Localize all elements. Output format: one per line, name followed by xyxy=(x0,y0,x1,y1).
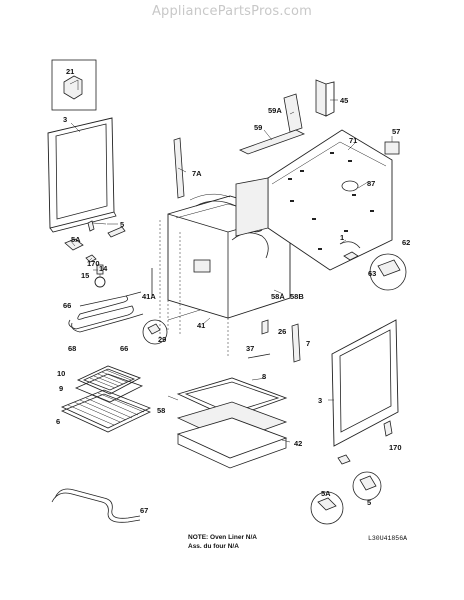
note-line-2: Ass. du four N/A xyxy=(188,543,239,550)
drawer-42 xyxy=(176,417,288,469)
broil-element-67 xyxy=(51,488,141,523)
callout-170: 170 xyxy=(87,259,100,268)
callout-58A: 58A xyxy=(271,292,285,301)
callout-71: 71 xyxy=(349,136,357,145)
callout-5A: 5A xyxy=(71,235,81,244)
callout-8: 8 xyxy=(262,372,266,381)
right-door-part-3 xyxy=(331,319,399,447)
callout-63: 63 xyxy=(368,269,376,278)
callout-59: 59 xyxy=(254,123,262,132)
light-socket-14-15 xyxy=(94,264,106,288)
components-41-29 xyxy=(142,268,201,345)
callout-1: 1 xyxy=(340,233,344,242)
callout-87: 87 xyxy=(367,179,375,188)
callout-15: 15 xyxy=(81,271,89,280)
reference-code: L30U41856A xyxy=(368,535,407,542)
callout-41: 41 xyxy=(197,321,205,330)
callout-58: 58 xyxy=(157,406,165,415)
oven-rack-6 xyxy=(60,389,152,433)
callout-5-right: 5 xyxy=(367,498,371,507)
callout-26: 26 xyxy=(278,327,286,336)
callout-21: 21 xyxy=(66,67,74,76)
callout-7: 7 xyxy=(306,339,310,348)
hinge-group-right xyxy=(310,420,393,525)
callout-14: 14 xyxy=(99,264,108,273)
callout-5: 5 xyxy=(120,220,124,229)
callout-67: 67 xyxy=(140,506,148,515)
callout-57: 57 xyxy=(392,127,400,136)
switch-62-63 xyxy=(339,241,407,291)
callout-3-right: 3 xyxy=(318,396,322,405)
callout-labels: 21 3 5 5A 170 14 15 66 68 66 10 9 6 67 7… xyxy=(56,67,410,515)
callout-37: 37 xyxy=(246,344,254,353)
callout-68: 68 xyxy=(68,344,76,353)
callout-41A: 41A xyxy=(142,292,156,301)
callout-29: 29 xyxy=(158,335,166,344)
callout-170-right: 170 xyxy=(389,443,402,452)
callout-62: 62 xyxy=(402,238,410,247)
callout-59A: 59A xyxy=(268,106,282,115)
callout-66-left: 66 xyxy=(63,301,71,310)
hinge-receptacle-7A xyxy=(173,137,185,199)
callout-9: 9 xyxy=(59,384,63,393)
callout-58B: 58B xyxy=(290,292,304,301)
callout-66-right: 66 xyxy=(120,344,128,353)
side-panel xyxy=(235,177,269,237)
callout-5A-right: 5A xyxy=(321,489,331,498)
callout-45: 45 xyxy=(340,96,348,105)
part-37 xyxy=(247,353,271,359)
brackets-45-59 xyxy=(238,79,335,155)
hinge-group-left xyxy=(64,220,126,263)
callout-3-left: 3 xyxy=(63,115,67,124)
callout-42: 42 xyxy=(294,439,302,448)
parts-58A-58B-26-7 xyxy=(261,319,301,363)
vent-57 xyxy=(384,141,400,155)
bake-element-66 xyxy=(68,291,144,333)
callout-7A: 7A xyxy=(192,169,202,178)
watermark: AppliancePartsPros.com xyxy=(151,4,313,19)
leader-lines xyxy=(69,99,393,443)
part-21-inset xyxy=(51,59,97,111)
note-line-1: NOTE: Oven Liner N/A xyxy=(188,534,257,541)
callout-6: 6 xyxy=(56,417,60,426)
callout-10: 10 xyxy=(57,369,65,378)
broil-pan-10-9 xyxy=(74,365,144,403)
left-door-part-3 xyxy=(47,117,117,233)
